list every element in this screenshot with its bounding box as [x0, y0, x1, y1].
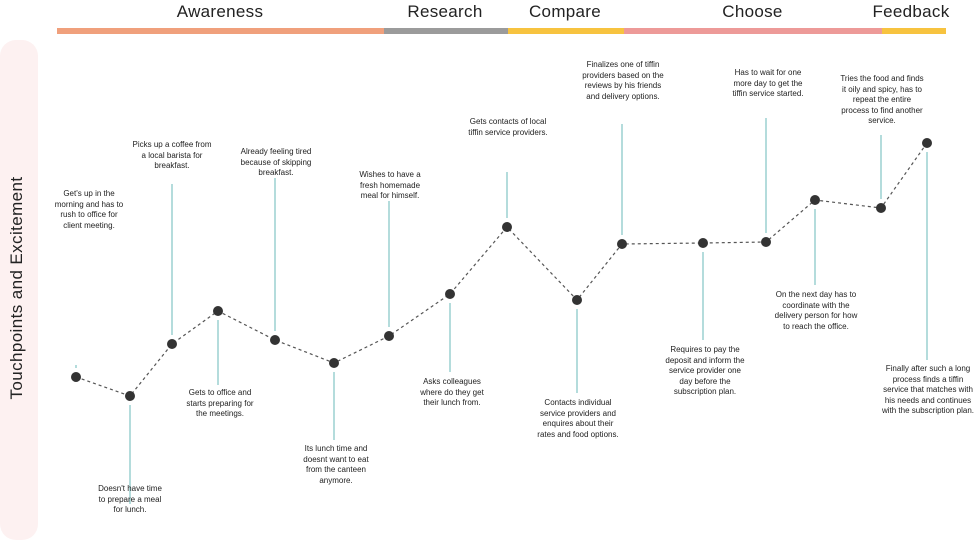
- journey-line: [75, 142, 928, 397]
- journey-point-3: [167, 339, 177, 349]
- step-note-6: Its lunch time and doesnt want to eat fr…: [303, 444, 369, 485]
- journey-point-11: [617, 239, 627, 249]
- phase-title-feedback: Feedback: [872, 2, 950, 21]
- phase-title-compare: Compare: [528, 2, 602, 21]
- step-note-13: Has to wait for one more day to get the …: [732, 68, 804, 98]
- step-note-1: Get's up in the morning and has to rush …: [54, 189, 124, 230]
- journey-point-6: [329, 358, 339, 368]
- journey-point-7: [384, 331, 394, 341]
- phase-bar-feedback: [882, 28, 946, 34]
- step-note-16: Finally after such a long process finds …: [881, 364, 975, 415]
- step-note-4: Gets to office and starts preparing for …: [186, 388, 254, 418]
- journey-point-1: [71, 372, 81, 382]
- phase-title-awareness: Awareness: [176, 2, 264, 21]
- journey-point-14: [810, 195, 820, 205]
- step-note-15: Tries the food and finds it oily and spi…: [840, 74, 924, 125]
- phase-title-choose: Choose: [722, 2, 783, 21]
- journey-point-15: [876, 203, 886, 213]
- step-note-12: Requires to pay the deposit and inform t…: [665, 345, 745, 396]
- journey-point-8: [445, 289, 455, 299]
- journey-point-5: [270, 335, 280, 345]
- step-note-11: Finalizes one of tiffin providers based …: [582, 60, 664, 101]
- step-note-3: Picks up a coffee from a local barista f…: [132, 140, 212, 170]
- journey-point-13: [761, 237, 771, 247]
- journey-point-12: [698, 238, 708, 248]
- journey-point-9: [502, 222, 512, 232]
- phase-bar-research: [384, 28, 508, 34]
- phase-bar-awareness: [57, 28, 384, 34]
- journey-point-4: [213, 306, 223, 316]
- journey-point-10: [572, 295, 582, 305]
- journey-point-2: [125, 391, 135, 401]
- phase-bar-choose: [624, 28, 882, 34]
- y-axis-panel: [0, 40, 38, 540]
- step-note-7: Wishes to have a fresh homemade meal for…: [359, 170, 421, 200]
- step-note-2: Doesn't have time to prepare a meal for …: [98, 484, 162, 514]
- step-note-9: Gets contacts of local tiffin service pr…: [468, 117, 548, 137]
- phase-bar-compare: [508, 28, 624, 34]
- journey-point-16: [922, 138, 932, 148]
- step-note-10: Contacts individual service providers an…: [537, 398, 619, 439]
- step-note-8: Asks colleagues where do they get their …: [420, 377, 484, 407]
- step-note-5: Already feeling tired because of skippin…: [240, 147, 312, 177]
- step-note-14: On the next day has to coordinate with t…: [774, 290, 858, 331]
- phase-title-research: Research: [407, 2, 483, 21]
